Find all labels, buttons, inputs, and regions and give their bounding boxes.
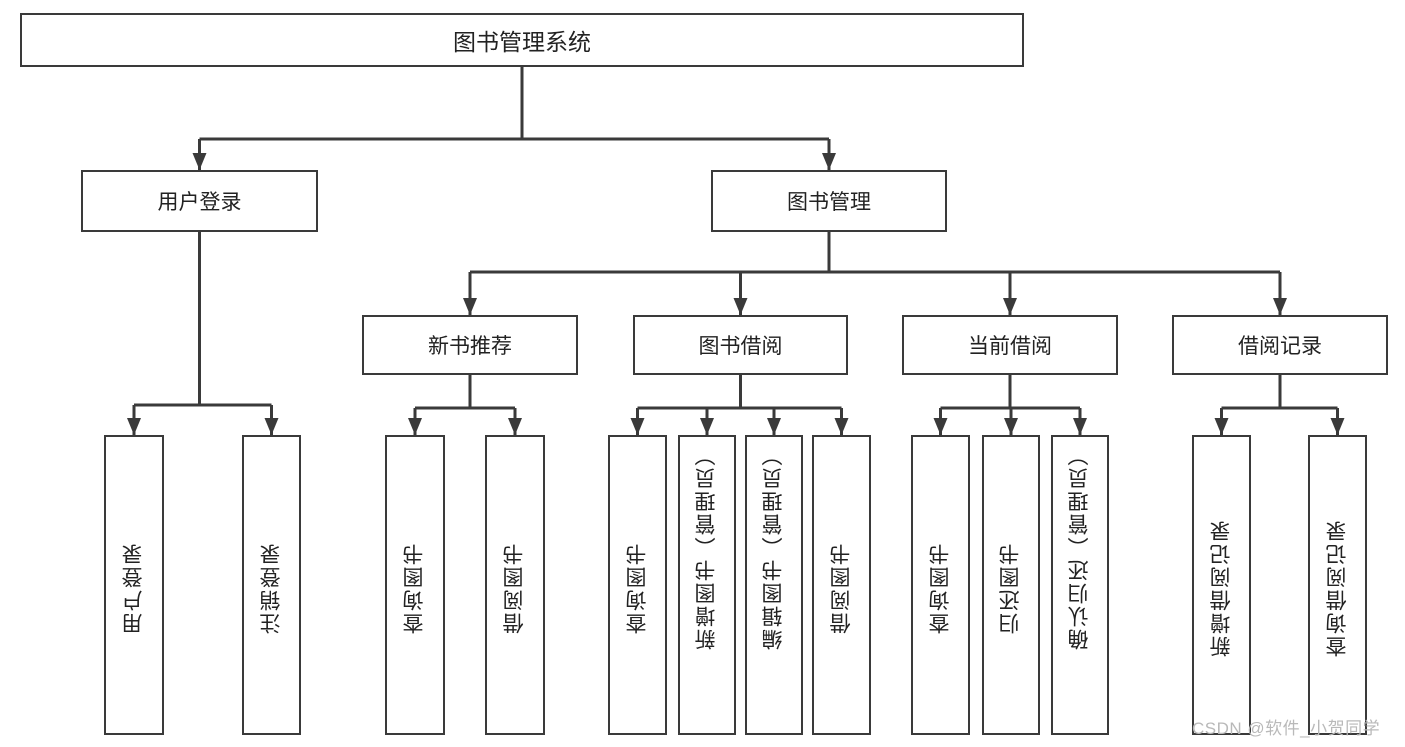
node-label: 新增借阅记录 [1209,519,1233,657]
arrowhead [463,298,477,315]
arrowhead [933,418,948,435]
arrowhead [1073,418,1087,435]
arrowhead [508,418,522,435]
node-newbook[interactable]: 新书推荐 [362,315,578,375]
node-label: 图书管理 [787,191,871,214]
node-label: 确认归还（管理员） [1068,443,1092,650]
node-leaf-logout[interactable]: 注销登录 [242,435,301,735]
node-label: 当前借阅 [968,335,1052,358]
arrowhead [127,418,141,435]
node-borrow[interactable]: 图书借阅 [633,315,848,375]
arrowhead [1273,298,1287,315]
arrowhead [408,418,422,435]
watermark: CSDN @软件_小贺同学 [1192,719,1381,738]
node-label: 借阅记录 [1238,335,1322,358]
node-leaf-confirm-return[interactable]: 确认归还（管理员） [1051,435,1109,735]
node-records[interactable]: 借阅记录 [1172,315,1388,375]
node-leaf-query-book-1[interactable]: 查询图书 [385,435,445,735]
arrowhead [192,153,207,170]
arrowhead [822,153,836,170]
node-label: 新书推荐 [428,335,512,358]
node-leaf-borrow-book-1[interactable]: 借阅图书 [485,435,545,735]
node-leaf-user-login[interactable]: 用户登录 [104,435,164,735]
node-bookmgmt[interactable]: 图书管理 [711,170,947,232]
node-label: 查询图书 [403,542,427,634]
node-label: 用户登录 [157,191,242,214]
arrowhead [1330,418,1345,435]
arrowhead [1003,298,1017,315]
arrowhead [834,418,849,435]
node-leaf-edit-book[interactable]: 编辑图书（管理员） [745,435,803,735]
node-leaf-query-book-2[interactable]: 查询图书 [608,435,667,735]
arrowhead [767,418,781,435]
arrowhead [700,418,714,435]
arrowhead [1004,418,1018,435]
node-leaf-borrow-book-2[interactable]: 借阅图书 [812,435,871,735]
node-label: 查询图书 [625,542,649,634]
arrowhead [733,298,748,315]
node-label: 编辑图书（管理员） [762,443,786,650]
node-leaf-add-record[interactable]: 新增借阅记录 [1192,435,1251,735]
arrowhead [264,418,279,435]
node-label: 用户登录 [122,542,146,634]
node-leaf-query-record[interactable]: 查询借阅记录 [1308,435,1367,735]
node-label: 查询图书 [928,542,952,634]
node-label: 注销登录 [259,542,283,634]
node-label: 新增图书（管理员） [695,443,719,650]
node-label: 查询借阅记录 [1325,519,1349,657]
node-label: 借阅图书 [829,542,853,634]
node-login[interactable]: 用户登录 [81,170,318,232]
node-label: 归还图书 [999,542,1023,634]
node-current[interactable]: 当前借阅 [902,315,1118,375]
node-label: 图书借阅 [698,335,783,358]
node-root[interactable]: 图书管理系统 [20,13,1024,67]
node-label: 图书管理系统 [453,29,591,55]
node-leaf-return-book[interactable]: 归还图书 [982,435,1040,735]
arrowhead [1214,418,1229,435]
node-leaf-query-book-3[interactable]: 查询图书 [911,435,970,735]
arrowhead [630,418,645,435]
node-label: 借阅图书 [503,542,527,634]
node-leaf-add-book[interactable]: 新增图书（管理员） [678,435,736,735]
